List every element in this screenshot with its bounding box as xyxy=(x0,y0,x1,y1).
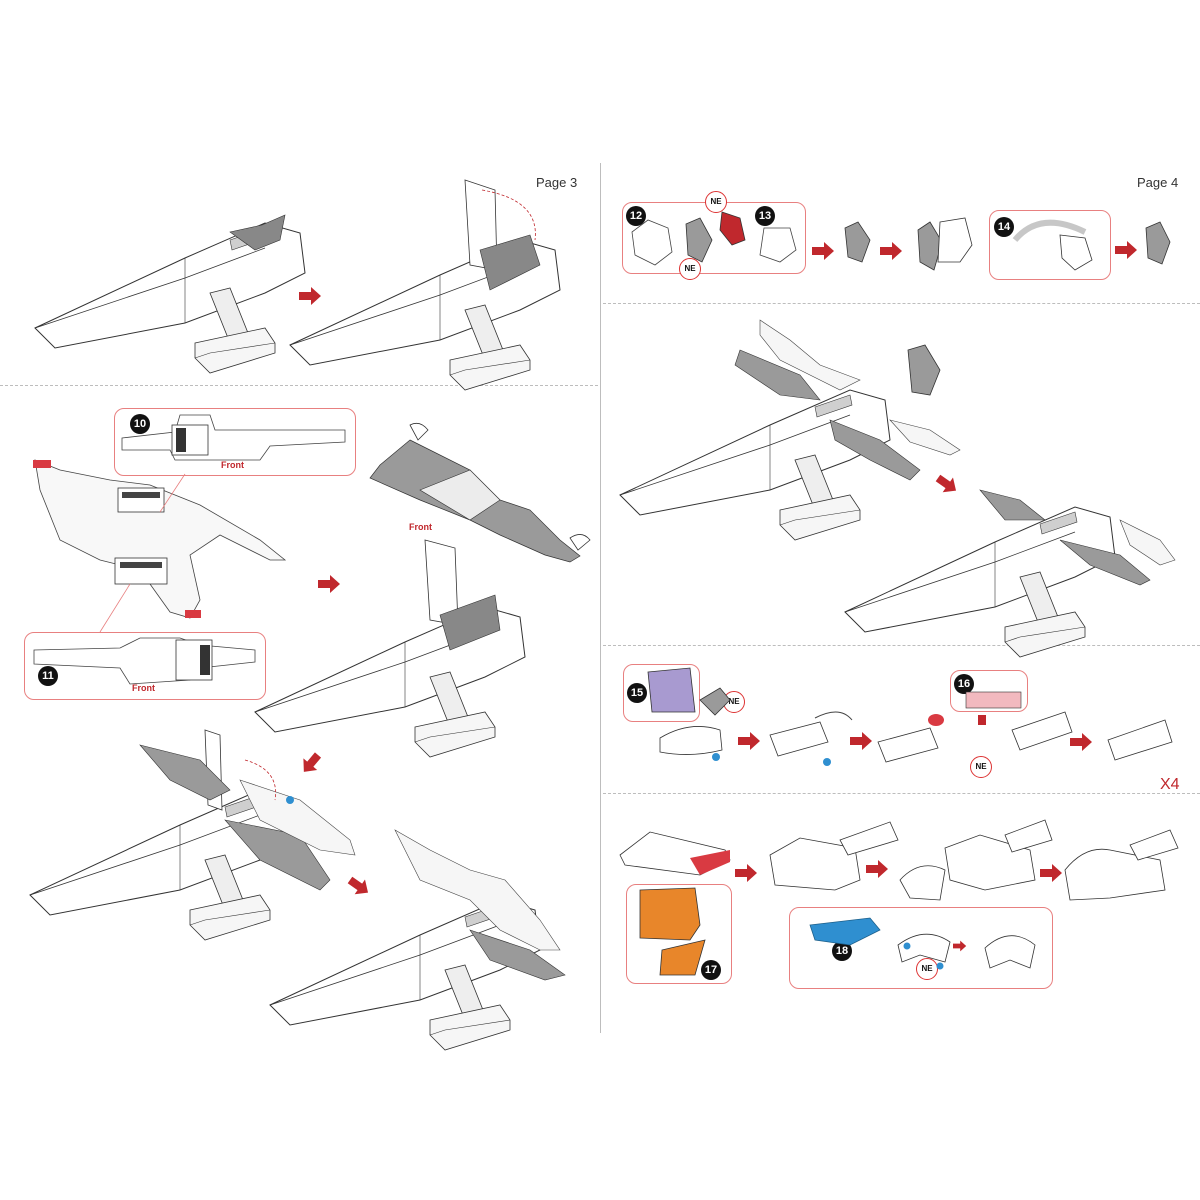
step-number-12: 12 xyxy=(626,206,646,226)
step-number-13: 13 xyxy=(755,206,775,226)
quantity-x4-label: X4 xyxy=(1160,776,1180,793)
ne-badge-12-top: NE xyxy=(705,191,727,213)
step-17-box xyxy=(626,884,732,984)
page-divider xyxy=(600,163,601,1033)
ship-step-12b xyxy=(844,506,1116,658)
step-15-box xyxy=(623,664,700,722)
step-11-box xyxy=(24,632,266,700)
step-number-16: 16 xyxy=(954,674,974,694)
step-16-box xyxy=(950,670,1028,712)
step-number-18: 18 xyxy=(832,941,852,961)
ne-badge-12-bottom: NE xyxy=(679,258,701,280)
step-14-box xyxy=(989,210,1111,280)
page-3-label: Page 3 xyxy=(536,175,578,190)
ship-step-12 xyxy=(619,389,891,541)
section-divider-left xyxy=(0,385,598,386)
section-divider-right-3 xyxy=(603,793,1200,794)
page-4-label: Page 4 xyxy=(1137,175,1179,190)
front-label-assembly: Front xyxy=(409,522,432,532)
ne-badge-18: NE xyxy=(916,958,938,980)
step-number-15: 15 xyxy=(627,683,647,703)
section-divider-right-2 xyxy=(603,645,1200,646)
step-number-10: 10 xyxy=(130,414,150,434)
section-divider-right-1 xyxy=(603,303,1200,304)
step-18-box xyxy=(789,907,1053,989)
front-label-10: Front xyxy=(221,460,244,470)
ne-badge-16: NE xyxy=(970,756,992,778)
step-number-11: 11 xyxy=(38,666,58,686)
step-number-14: 14 xyxy=(994,217,1014,237)
step-10-box xyxy=(114,408,356,476)
step-number-17: 17 xyxy=(701,960,721,980)
front-label-11: Front xyxy=(132,683,155,693)
